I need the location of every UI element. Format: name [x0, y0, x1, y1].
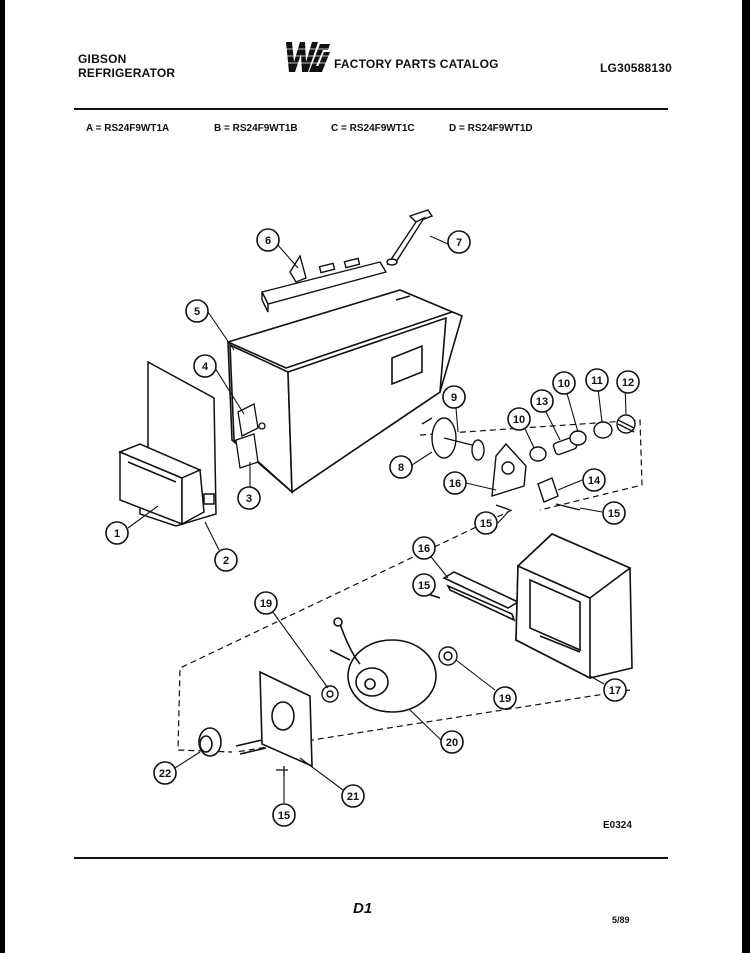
callout-16a: 16: [443, 471, 467, 495]
shaft-bushings-part: [529, 414, 636, 462]
footer-rule: [74, 857, 668, 859]
callout-22: 22: [153, 761, 177, 785]
auger-drive-part: [421, 417, 485, 461]
svg-text:21: 21: [347, 791, 359, 803]
catalog-number: LG30588130: [600, 61, 673, 75]
model-b: B = RS24F9WT1B: [214, 123, 298, 134]
mounting-plate-part: [491, 442, 527, 511]
svg-text:3: 3: [246, 493, 252, 505]
callout-19a: 19: [254, 591, 278, 615]
gear-plate-part: [235, 670, 313, 768]
callout-19b: 19: [493, 686, 517, 710]
svg-text:10: 10: [513, 414, 525, 426]
svg-text:20: 20: [446, 737, 458, 749]
revision-date: 5/89: [612, 915, 630, 925]
svg-text:15: 15: [608, 508, 620, 520]
svg-text:7: 7: [456, 237, 462, 249]
svg-text:1: 1: [114, 528, 120, 540]
callout-21: 21: [341, 784, 365, 808]
scan-edge-left: [0, 0, 5, 953]
svg-text:12: 12: [622, 377, 634, 389]
svg-text:5: 5: [194, 306, 200, 318]
callout-4: 4: [193, 354, 217, 378]
drive-hub-part: [198, 727, 222, 757]
bin-cover-part: [260, 254, 388, 313]
callout-8: 8: [389, 455, 413, 479]
callout-3: 3: [237, 486, 261, 510]
ejector-rod-part: [386, 209, 434, 266]
callout-10b: 10: [552, 371, 576, 395]
brand-name: GIBSON: [78, 52, 127, 66]
callout-20: 20: [440, 730, 464, 754]
leader-lines: [127, 235, 627, 803]
motor-housing-part: [515, 533, 633, 680]
screw-part: [276, 766, 288, 776]
svg-text:15: 15: [480, 518, 492, 530]
svg-text:11: 11: [591, 375, 603, 387]
svg-text:8: 8: [398, 462, 404, 474]
callout-15a: 15: [474, 511, 498, 535]
callout-13: 13: [530, 389, 554, 413]
svg-text:16: 16: [449, 478, 461, 490]
header-rule: [74, 108, 668, 110]
svg-text:14: 14: [588, 475, 601, 487]
page-number: D1: [353, 900, 373, 917]
svg-text:4: 4: [202, 361, 209, 373]
svg-text:16: 16: [418, 543, 430, 555]
callout-16b: 16: [412, 536, 436, 560]
svg-text:19: 19: [260, 598, 272, 610]
svg-text:2: 2: [223, 555, 229, 567]
ice-bucket-part: [227, 289, 463, 494]
callout-6: 6: [256, 228, 280, 252]
svg-text:15: 15: [418, 580, 430, 592]
callout-7: 7: [447, 230, 471, 254]
svg-text:17: 17: [609, 685, 621, 697]
catalog-title: FACTORY PARTS CATALOG: [334, 57, 499, 71]
callout-15c: 15: [412, 573, 436, 597]
bucket-door-part: [118, 360, 217, 527]
svg-text:6: 6: [265, 235, 271, 247]
callout-15b: 15: [602, 501, 626, 525]
callout-12: 12: [616, 370, 640, 394]
svg-text:19: 19: [499, 693, 511, 705]
callout-2: 2: [214, 548, 238, 572]
gasket-part: [427, 571, 520, 622]
callout-17: 17: [603, 678, 627, 702]
callout-14: 14: [582, 468, 606, 492]
model-a: A = RS24F9WT1A: [86, 123, 170, 134]
gear-part: [321, 646, 458, 703]
callout-10a: 10: [507, 407, 531, 431]
drive-motor-part: [329, 617, 437, 713]
switch-part: [537, 477, 581, 511]
callout-11: 11: [585, 368, 609, 392]
drawing-code: E0324: [603, 820, 632, 831]
callout-1: 1: [105, 521, 129, 545]
svg-text:22: 22: [159, 768, 171, 780]
scan-edge-right: [742, 0, 750, 953]
svg-text:15: 15: [278, 810, 290, 822]
callout-9: 9: [442, 385, 466, 409]
model-c: C = RS24F9WT1C: [331, 123, 415, 134]
wci-logo-icon: [282, 42, 330, 72]
callout-15d: 15: [272, 803, 296, 827]
product-type: REFRIGERATOR: [78, 66, 176, 80]
svg-text:10: 10: [558, 378, 570, 390]
callout-5: 5: [185, 299, 209, 323]
model-d: D = RS24F9WT1D: [449, 123, 533, 134]
svg-text:9: 9: [451, 392, 457, 404]
svg-text:13: 13: [536, 396, 548, 408]
